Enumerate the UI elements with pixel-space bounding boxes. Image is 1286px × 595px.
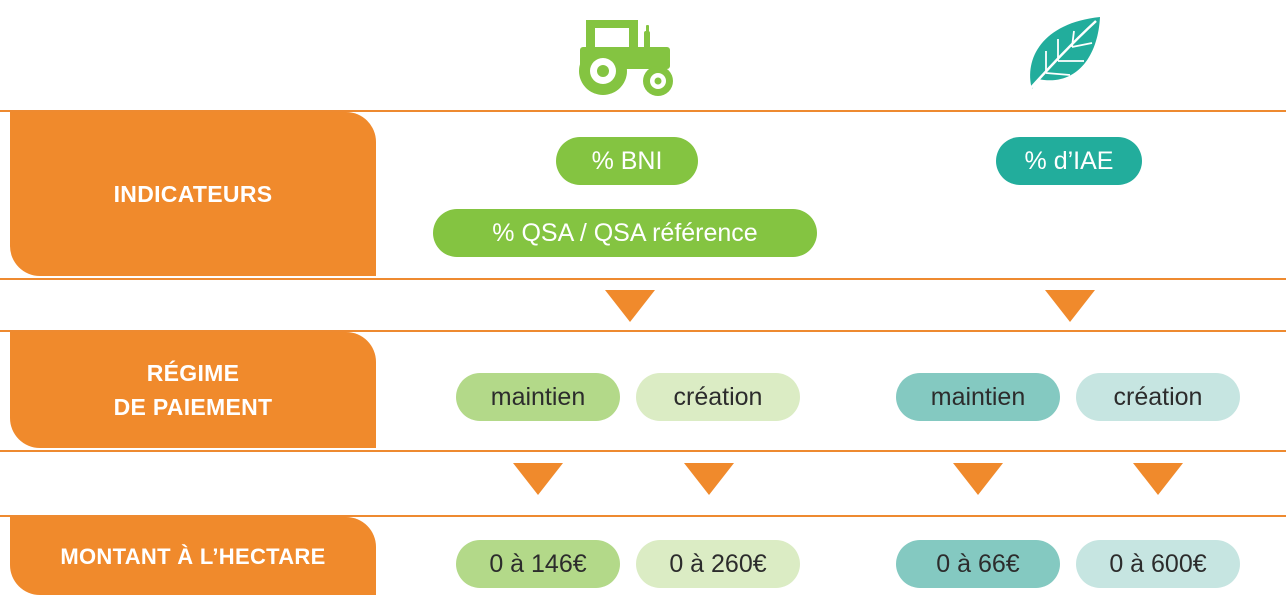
arrow-down [605, 290, 655, 322]
amount-agri-maintien: 0 à 146€ [456, 540, 620, 588]
regime-agri-maintien: maintien [456, 373, 620, 421]
regime-eco-creation: création [1076, 373, 1240, 421]
leaf-icon [1027, 17, 1100, 92]
amount-agri-creation: 0 à 260€ [636, 540, 800, 588]
divider-line [0, 450, 1286, 452]
indicateurs-label: INDICATEURS [10, 112, 376, 276]
arrow-down [953, 463, 1003, 495]
tractor-icon [579, 20, 673, 96]
divider-line [0, 515, 1286, 517]
indicator-qsa: % QSA / QSA référence [433, 209, 817, 257]
arrow-down [684, 463, 734, 495]
indicator-bni: % BNI [556, 137, 698, 185]
amount-eco-maintien: 0 à 66€ [896, 540, 1060, 588]
regime-eco-maintien: maintien [896, 373, 1060, 421]
divider-line [0, 278, 1286, 280]
arrow-down [1045, 290, 1095, 322]
regime-agri-creation: création [636, 373, 800, 421]
arrow-down [513, 463, 563, 495]
amount-eco-creation: 0 à 600€ [1076, 540, 1240, 588]
montant-label: MONTANT À L’HECTARE [10, 517, 376, 595]
regime-label: RÉGIME DE PAIEMENT [10, 332, 376, 448]
indicator-iae: % d’IAE [996, 137, 1142, 185]
arrow-down [1133, 463, 1183, 495]
divider-line [0, 110, 1286, 112]
divider-line [0, 330, 1286, 332]
